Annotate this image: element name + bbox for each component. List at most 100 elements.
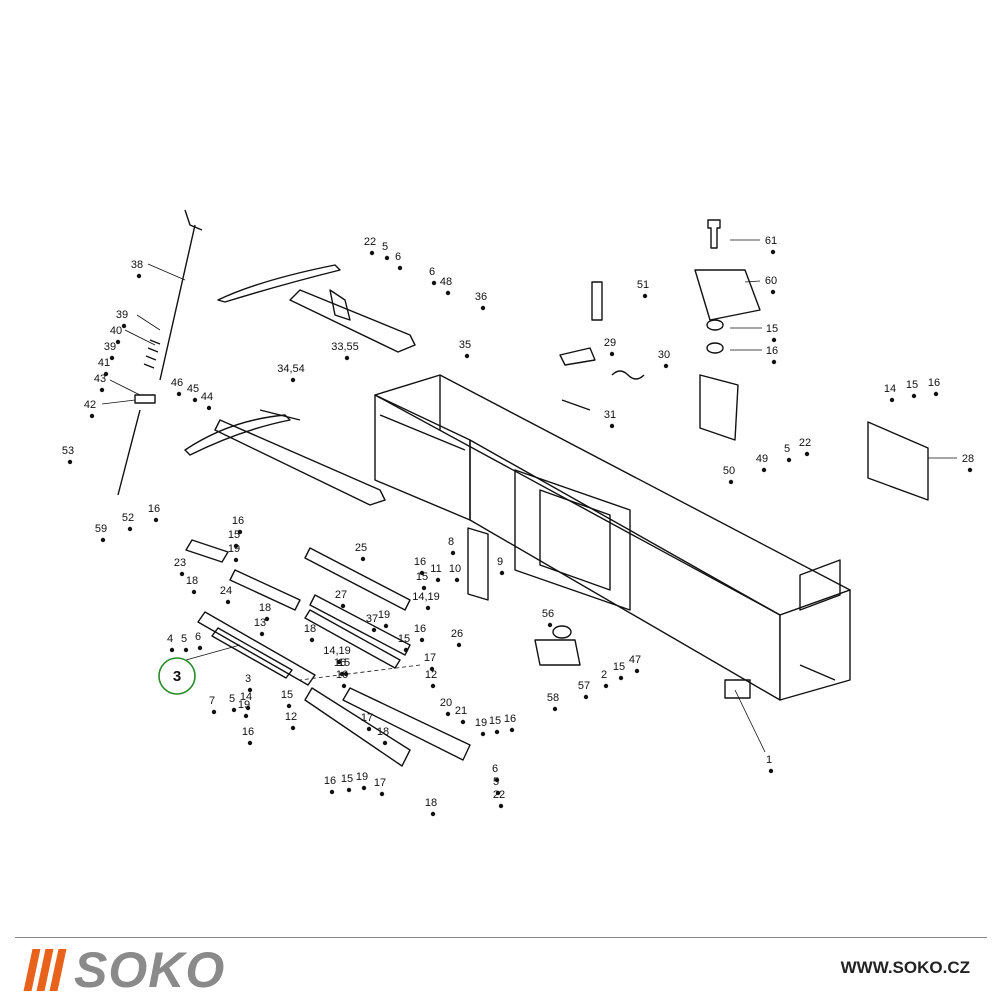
part-label-22c: 22 — [493, 789, 505, 801]
fastener-marker — [911, 393, 917, 399]
part-label-28: 28 — [962, 453, 974, 465]
fastener-marker — [403, 647, 409, 653]
part-label-17c: 17 — [374, 777, 386, 789]
fastener-marker — [329, 789, 335, 795]
fastener-marker — [397, 265, 403, 271]
fastener-marker — [456, 642, 462, 648]
website-url[interactable]: WWW.SOKO.CZ — [840, 958, 970, 977]
fastener-marker — [153, 517, 159, 523]
part-label-15g: 15 — [281, 689, 293, 701]
part-label-15j: 15 — [341, 773, 353, 785]
fastener-marker — [419, 637, 425, 643]
part-label-31: 31 — [604, 409, 616, 421]
fastener-marker — [771, 359, 777, 365]
logo-bars-icon — [23, 949, 67, 991]
fastener-marker — [634, 668, 640, 674]
part-label-56: 56 — [542, 608, 554, 620]
fastener-marker — [231, 707, 237, 713]
fastener-marker — [286, 703, 292, 709]
part-label-24: 24 — [220, 585, 232, 597]
part-label-41: 41 — [98, 357, 110, 369]
part-label-61: 61 — [765, 235, 777, 247]
fastener-marker — [290, 377, 296, 383]
fastener-marker — [618, 675, 624, 681]
fastener-marker — [89, 413, 95, 419]
part-label-19b: 19 — [378, 609, 390, 621]
plate-28 — [867, 421, 929, 501]
bolt-61 — [707, 219, 721, 249]
fastener-marker — [191, 589, 197, 595]
fastener-marker — [445, 711, 451, 717]
logo-text: SOKO — [74, 942, 226, 998]
part-label-18c: 18 — [304, 623, 316, 635]
part-label-39a: 39 — [116, 309, 128, 321]
arm-34-54 — [184, 409, 386, 506]
part-label-8: 8 — [448, 536, 454, 548]
part-label-5e: 5 — [493, 776, 499, 788]
fastener-marker — [290, 725, 296, 731]
part-label-16a: 16 — [148, 503, 160, 515]
fastener-marker — [583, 694, 589, 700]
part-label-46: 46 — [171, 377, 183, 389]
lever-rod-38 — [117, 209, 203, 496]
footer-divider — [15, 937, 987, 938]
fastener-marker — [343, 671, 349, 677]
part-label-16f: 16 — [414, 623, 426, 635]
main-frame — [374, 374, 851, 701]
part-label-1419b: 14,19 — [323, 645, 351, 657]
part-label-18d: 18 — [377, 726, 389, 738]
part-label-2: 2 — [601, 669, 607, 681]
fastener-marker — [421, 585, 427, 591]
fastener-marker — [233, 557, 239, 563]
part-label-15d: 15 — [416, 571, 428, 583]
fastener-marker — [480, 305, 486, 311]
fastener-marker — [498, 803, 504, 809]
part-label-15a: 15 — [766, 323, 778, 335]
part-label-23: 23 — [174, 557, 186, 569]
fastener-marker — [464, 353, 470, 359]
fastener-marker — [183, 647, 189, 653]
fastener-marker — [786, 457, 792, 463]
fastener-marker — [384, 255, 390, 261]
callout-circle — [158, 657, 196, 695]
callout-number: 3 — [173, 668, 181, 685]
part-label-27: 27 — [335, 589, 347, 601]
fastener-marker — [233, 543, 239, 549]
fastener-marker — [609, 351, 615, 357]
fastener-marker — [340, 603, 346, 609]
part-label-36: 36 — [475, 291, 487, 303]
fastener-marker — [369, 250, 375, 256]
part-label-26: 26 — [451, 628, 463, 640]
fastener-marker — [371, 627, 377, 633]
part-label-16k: 16 — [324, 775, 336, 787]
fastener-marker — [804, 451, 810, 457]
part-label-15c: 15 — [228, 529, 240, 541]
part-label-18e: 18 — [425, 797, 437, 809]
fastener-marker — [889, 397, 895, 403]
part-label-3s: 3 — [245, 673, 251, 685]
part-label-57: 57 — [578, 680, 590, 692]
fastener-marker — [761, 467, 767, 473]
part-label-19a: 19 — [228, 543, 240, 555]
part-label-18a: 18 — [186, 575, 198, 587]
part-label-19d: 19 — [475, 717, 487, 729]
fastener-marker — [99, 387, 105, 393]
fastener-marker — [547, 622, 553, 628]
fastener-marker — [211, 709, 217, 715]
part-label-14a: 14 — [884, 383, 896, 395]
bracket-60 — [694, 269, 761, 321]
part-label-3355: 33,55 — [331, 341, 359, 353]
part-label-11: 11 — [430, 563, 441, 575]
part-label-16j: 16 — [504, 713, 516, 725]
fastener-marker — [339, 671, 345, 677]
fastener-marker — [309, 637, 315, 643]
fastener-marker — [768, 768, 774, 774]
fastener-marker — [247, 687, 253, 693]
fastener-marker — [494, 777, 500, 783]
part-label-5b: 5 — [784, 443, 790, 455]
part-label-1: 1 — [766, 754, 772, 766]
part-label-1419a: 14,19 — [412, 591, 440, 603]
part-label-58: 58 — [547, 692, 559, 704]
part-label-12a: 12 — [425, 669, 437, 681]
part-label-60: 60 — [765, 275, 777, 287]
